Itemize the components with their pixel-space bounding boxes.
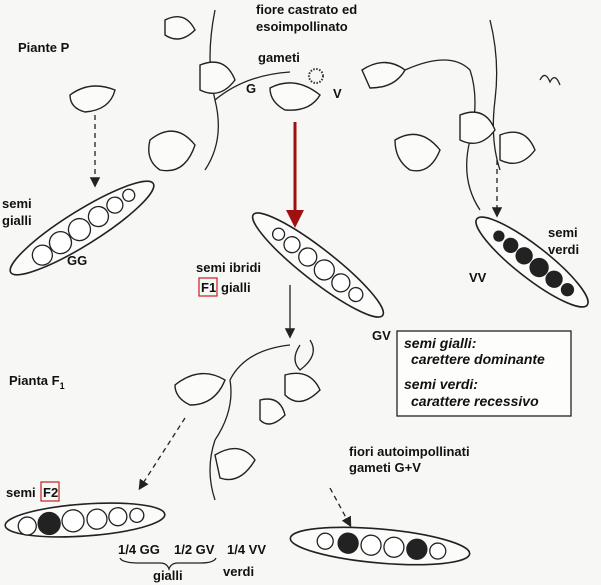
f2-generation: F2 [43, 485, 58, 500]
brace [119, 557, 217, 572]
f1-box [198, 277, 218, 297]
f2-box [40, 481, 60, 502]
self-pollination-line2: gameti G+V [349, 460, 421, 475]
legend-box [396, 330, 572, 417]
ratio-green: verdi [223, 564, 254, 579]
right-pod-label-2: verdi [548, 242, 579, 257]
pod-f2-right [289, 526, 471, 566]
left-pod-label-1: semi [2, 196, 32, 211]
f1-plant-label: Pianta F1 [9, 373, 65, 391]
hybrid-genotype: GV [372, 328, 391, 343]
gamete-v: V [333, 86, 342, 101]
self-pollination-line1: fiori autoimpollinati [349, 444, 470, 459]
ratio-gg: 1/4 GG [118, 542, 160, 557]
left-pod-label-2: gialli [2, 213, 32, 228]
gamete-g: G [246, 81, 256, 96]
pod-vv [475, 216, 589, 308]
parent-plant-left [69, 9, 291, 172]
f1-plant [174, 339, 321, 501]
ratio-vv: 1/4 VV [227, 542, 266, 557]
hybrid-generation: F1 [201, 280, 216, 295]
pollen-icon [308, 68, 324, 84]
pod-f2-left [4, 502, 166, 538]
right-pod-genotype: VV [469, 270, 487, 285]
parents-label: Piante P [18, 40, 70, 55]
pod-hybrid-f1 [251, 212, 385, 318]
hybrid-label-2: gialli [221, 280, 251, 295]
hybrid-label-1: semi ibridi [196, 260, 261, 275]
arrow-f1-to-f2-right [329, 487, 352, 528]
legend-line2: carettere dominante [411, 351, 545, 367]
right-pod-label-1: semi [548, 225, 578, 240]
ratio-gv: 1/2 GV [174, 542, 215, 557]
cross-title-line1: fiore castrato ed [256, 2, 357, 17]
parent-flower-castrated [269, 61, 406, 111]
left-pod-genotype: GG [67, 253, 87, 268]
legend-line4: carattere recessivo [411, 393, 539, 409]
ratio-yellow: gialli [153, 568, 183, 583]
legend-line3: semi verdi: [404, 376, 478, 392]
pod-gg [9, 180, 155, 276]
f2-label: semi [6, 485, 36, 500]
legend-line1: semi gialli: [404, 335, 476, 351]
parent-plant-right [394, 19, 561, 211]
arrow-f1-to-f2-left [138, 417, 186, 491]
cross-title-line2: esoimpollinato [256, 19, 348, 34]
gametes-label: gameti [258, 50, 300, 65]
